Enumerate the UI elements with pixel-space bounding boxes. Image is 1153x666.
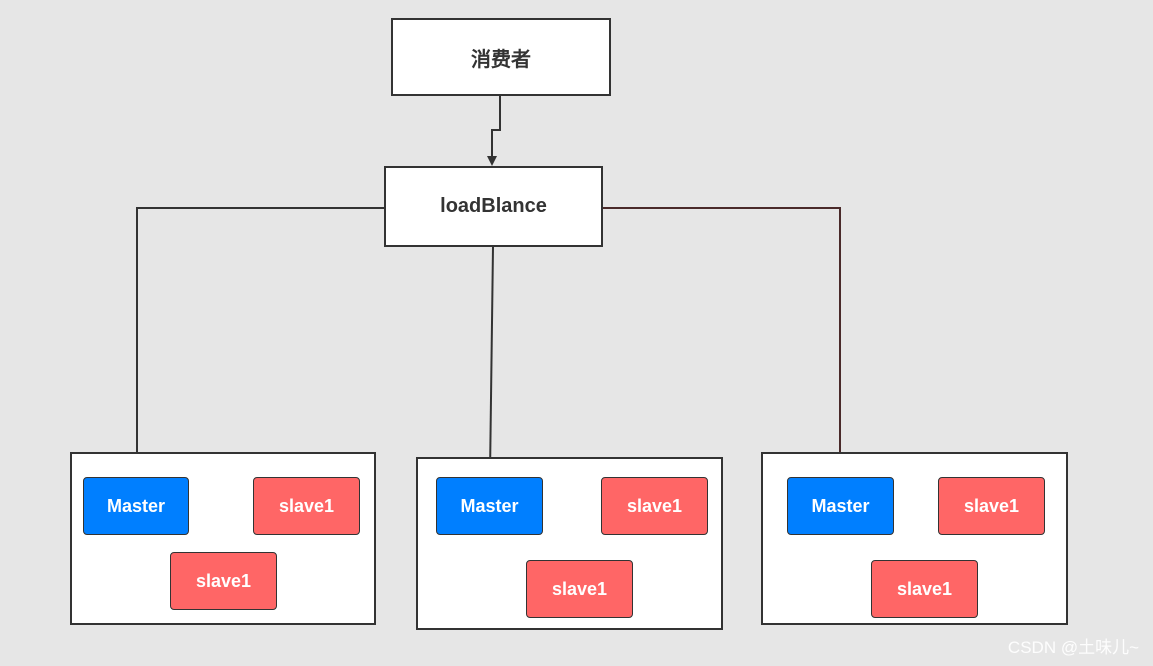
cluster-2-slave-b: slave1	[526, 560, 633, 618]
cluster-3-slave-b: slave1	[871, 560, 978, 618]
cluster-3-slave-b-label: slave1	[896, 578, 953, 599]
cluster-1-slave-b-label: slave1	[195, 570, 252, 591]
edge-loadbalance-to-cluster-2	[485, 246, 496, 476]
load-balancer-label: loadBlance	[440, 195, 547, 217]
cluster-3-master: Master	[787, 477, 894, 535]
cluster-3-master-label: Master	[811, 495, 870, 516]
cluster-1-slave-b: slave1	[170, 552, 277, 610]
consumer-label: 消费者	[471, 48, 531, 71]
consumer-node: 消费者	[391, 18, 611, 96]
cluster-1-slave-a-label: slave1	[278, 495, 335, 516]
watermark-text: CSDN @土味儿~	[1007, 638, 1139, 657]
edge-consumer-to-loadbalance	[487, 96, 501, 166]
cluster-2-master-label: Master	[460, 495, 519, 516]
cluster-1-slave-a: slave1	[253, 477, 360, 535]
edge-loadbalance-to-cluster-1	[132, 207, 385, 476]
cluster-2-slave-a: slave1	[601, 477, 708, 535]
cluster-1-master-label: Master	[106, 495, 166, 516]
cluster-3-slave-a: slave1	[938, 477, 1045, 535]
load-balancer-node: loadBlance	[384, 166, 603, 247]
cluster-2-slave-b-label: slave1	[551, 578, 608, 599]
cluster-2-slave-a-label: slave1	[626, 495, 683, 516]
edge-loadbalance-to-cluster-3	[602, 207, 845, 476]
cluster-1-master: Master	[83, 477, 189, 535]
cluster-3-slave-a-label: slave1	[963, 495, 1020, 516]
cluster-2-master: Master	[436, 477, 543, 535]
